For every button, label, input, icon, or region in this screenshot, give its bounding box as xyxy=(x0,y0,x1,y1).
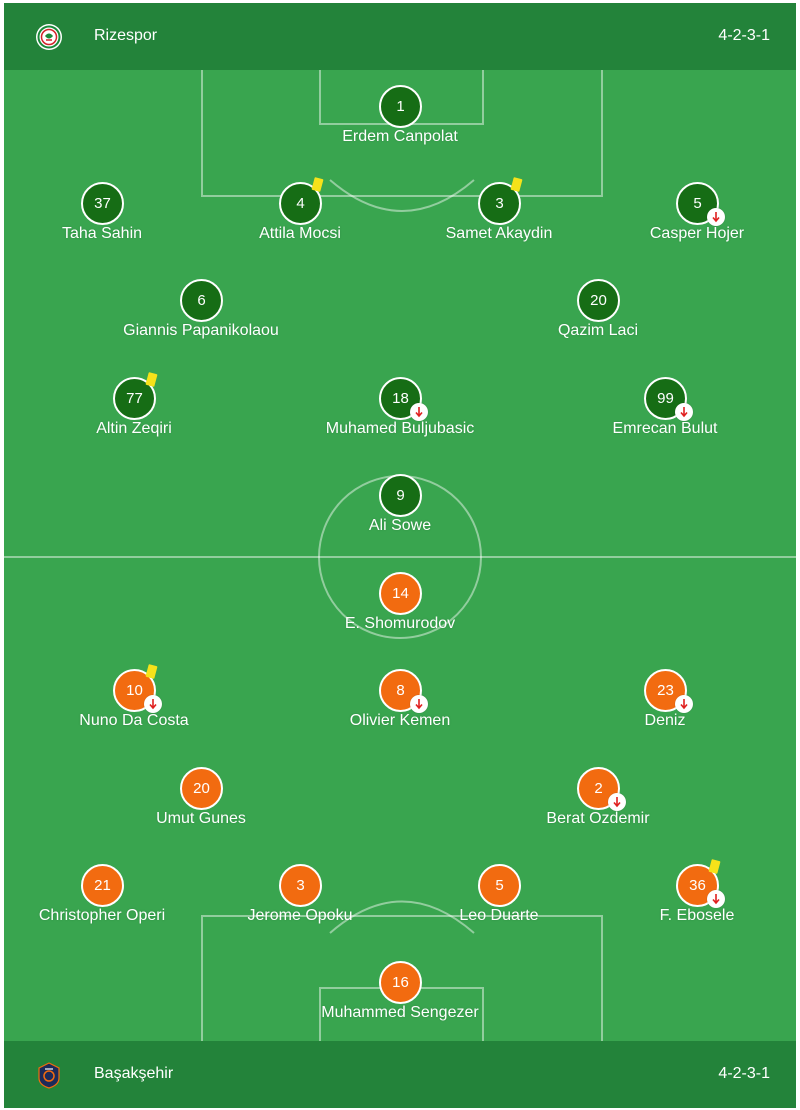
basaksehir-crest-icon xyxy=(38,1062,60,1089)
player-name[interactable]: Giannis Papanikolaou xyxy=(123,322,279,339)
sub-out-arrow-icon xyxy=(410,695,428,713)
player-name[interactable]: Nuno Da Costa xyxy=(79,712,189,729)
player-name[interactable]: Umut Gunes xyxy=(156,810,246,827)
player-name[interactable]: Attila Mocsi xyxy=(259,225,341,242)
sub-out-arrow-icon xyxy=(144,695,162,713)
player-number-badge[interactable]: 36 xyxy=(676,864,719,907)
player-number-badge[interactable]: 16 xyxy=(379,961,422,1004)
rizespor-crest-icon xyxy=(36,24,62,50)
player-name[interactable]: Christopher Operi xyxy=(38,907,166,924)
player-number-badge[interactable]: 20 xyxy=(180,767,223,810)
home-team-name: Rizespor xyxy=(94,27,158,44)
away-team-header[interactable]: Başakşehir 4-2-3-1 xyxy=(4,1041,796,1108)
away-team-formation: 4-2-3-1 xyxy=(718,1065,770,1082)
player-number-badge[interactable]: 3 xyxy=(279,864,322,907)
home-team-header[interactable]: Rizespor 4-2-3-1 xyxy=(4,3,796,70)
player-name[interactable]: Altin Zeqiri xyxy=(96,420,172,437)
player-name[interactable]: Qazim Laci xyxy=(557,322,639,339)
player-name[interactable]: Emrecan Bulut xyxy=(612,420,718,437)
player-name[interactable]: Casper Hojer xyxy=(649,225,745,242)
player-number-badge[interactable]: 14 xyxy=(379,572,422,615)
sub-out-arrow-icon xyxy=(608,793,626,811)
pitch-markings xyxy=(4,70,796,1041)
player-name[interactable]: Erdem Canpolat xyxy=(342,128,458,145)
player-name[interactable]: Jerome Opoku xyxy=(247,907,353,924)
player-number-badge[interactable]: 6 xyxy=(180,279,223,322)
player-name[interactable]: Olivier Kemen xyxy=(349,712,451,729)
player-number-badge[interactable]: 9 xyxy=(379,474,422,517)
player-name[interactable]: Taha Sahin xyxy=(61,225,143,242)
home-team-formation: 4-2-3-1 xyxy=(718,27,770,44)
player-number-badge[interactable]: 21 xyxy=(81,864,124,907)
player-name[interactable]: Deniz xyxy=(644,712,686,729)
player-number-badge[interactable]: 37 xyxy=(81,182,124,225)
player-name[interactable]: Ali Sowe xyxy=(368,517,432,534)
player-name[interactable]: Berat Ozdemir xyxy=(546,810,650,827)
player-name[interactable]: Leo Duarte xyxy=(459,907,539,924)
sub-out-arrow-icon xyxy=(675,695,693,713)
player-name[interactable]: E. Shomurodov xyxy=(344,615,456,632)
sub-out-arrow-icon xyxy=(675,403,693,421)
away-team-name: Başakşehir xyxy=(94,1065,174,1082)
player-number-badge[interactable]: 1 xyxy=(379,85,422,128)
sub-out-arrow-icon xyxy=(410,403,428,421)
player-number-badge[interactable]: 5 xyxy=(478,864,521,907)
player-name[interactable]: F. Ebosele xyxy=(659,907,735,924)
player-name[interactable]: Samet Akaydin xyxy=(445,225,553,242)
player-name[interactable]: Muhammed Sengezer xyxy=(321,1004,479,1021)
sub-out-arrow-icon xyxy=(707,208,725,226)
sub-out-arrow-icon xyxy=(707,890,725,908)
player-name[interactable]: Muhamed Buljubasic xyxy=(325,420,475,437)
player-number-badge[interactable]: 20 xyxy=(577,279,620,322)
